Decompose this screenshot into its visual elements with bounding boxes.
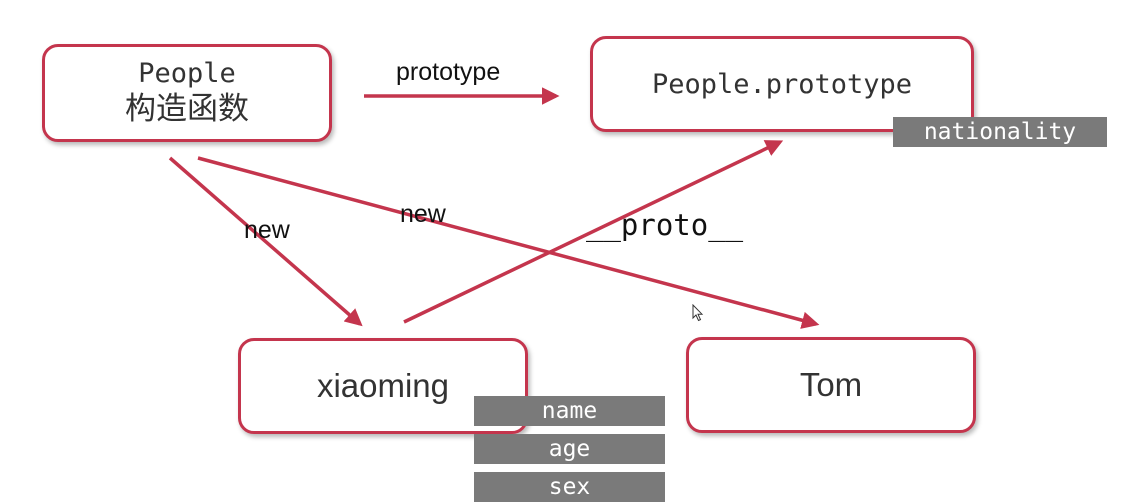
new-edge-label-xiaoming: new [244,216,290,244]
people-constructor-subtitle: 构造函数 [125,91,249,126]
xiaoming-name: xiaoming [316,367,450,404]
new-edge-label-tom: new [400,200,446,228]
tom-box: Tom [686,337,976,433]
people-constructor-box: People 构造函数 [42,44,332,142]
prototype-edge-label: prototype [396,58,501,86]
tom-name: Tom [799,366,863,403]
proto-edge-label: __proto__ [586,208,744,242]
people-constructor-name: People [138,58,236,89]
xiaoming-box: xiaoming [238,338,528,434]
people-prototype-box: People.prototype [590,36,974,132]
instance-property-name: name [474,396,665,426]
instance-property-sex: sex [474,472,665,502]
prototype-property-nationality: nationality [893,117,1107,147]
mouse-cursor-icon [692,304,704,322]
arrow-proto [403,140,784,324]
people-prototype-name: People.prototype [651,68,913,100]
arrow-new-tom [197,156,820,329]
arrow-new-xiaoming [168,156,363,327]
instance-property-age: age [474,434,665,464]
